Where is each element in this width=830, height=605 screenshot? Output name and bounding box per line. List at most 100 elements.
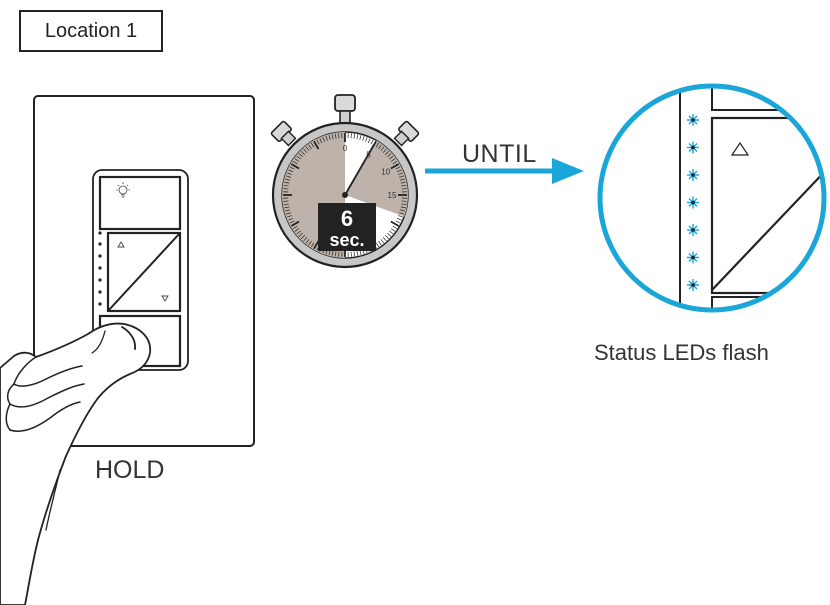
timer-unit: sec. [329, 230, 364, 250]
dial-tick [283, 200, 289, 202]
dial-tick [308, 144, 312, 150]
raise-triangle-icon [117, 241, 125, 248]
dial-tick [284, 181, 290, 184]
dial-tick [392, 225, 398, 230]
dial-tick [319, 138, 323, 144]
dial-tick [399, 209, 405, 212]
dial-tick [356, 250, 359, 256]
dial-tick [283, 184, 289, 187]
elapsed-wedge [345, 140, 408, 217]
lower-triangle-icon [161, 295, 169, 302]
dial-tick [298, 232, 303, 237]
dial-tick [325, 135, 328, 141]
dial-tick [350, 133, 352, 139]
dial-tick [370, 139, 374, 145]
dial-tick [399, 212, 405, 215]
dial-tick [338, 251, 340, 257]
dial-tick [334, 133, 337, 139]
timer-value: 6 [341, 206, 353, 231]
dial-tick [396, 169, 402, 173]
dial-tick [375, 142, 380, 148]
dial-tick [288, 217, 294, 221]
dial-tick [365, 136, 368, 142]
dial-tick [283, 203, 289, 206]
dial-tick [396, 217, 402, 221]
dial-tick [290, 220, 300, 227]
dial-tick [322, 136, 325, 142]
timer-value-box [318, 203, 376, 251]
dial-tick [286, 172, 292, 175]
dial-tick [395, 220, 401, 224]
dial-tick [289, 166, 295, 170]
dial-tick [356, 134, 359, 140]
dial-tick [400, 206, 406, 209]
dial-tick [390, 163, 400, 170]
led-flash-icon [687, 224, 699, 236]
dial-tick [390, 220, 400, 227]
dial-tick [380, 146, 385, 151]
dial-number: 15 [388, 191, 397, 200]
dial-tick [382, 237, 387, 242]
dial-number: 0 [343, 144, 348, 153]
dial-tick [353, 251, 356, 257]
dial-tick [303, 148, 308, 153]
dial-tick [375, 242, 380, 248]
dial-tick [285, 178, 291, 181]
dial-tick [392, 160, 398, 165]
status-leds-flashing [687, 114, 699, 291]
dial-tick [305, 146, 310, 151]
light-bulb-icon [116, 182, 130, 198]
dial-tick [300, 235, 305, 240]
finger-hand [0, 322, 152, 605]
dial-tick [294, 228, 300, 232]
status-leds-caption: Status LEDs flash [594, 340, 769, 365]
dial-tick [401, 200, 407, 202]
dial-tick [328, 135, 331, 141]
until-label: UNTIL [462, 140, 537, 168]
dial-tick [285, 175, 291, 178]
dial-tick [385, 235, 390, 240]
dial-tick [398, 215, 404, 218]
dial-ticks [283, 133, 407, 257]
dial-tick [288, 169, 294, 173]
led-flash-icon [687, 114, 699, 126]
dial-tick [331, 134, 334, 140]
led-flash-icon [687, 141, 699, 154]
dial-tick [290, 163, 300, 170]
arrow-right-icon [425, 158, 584, 184]
dial-tick [399, 178, 405, 181]
dial-tick [350, 251, 352, 257]
dial-tick [313, 140, 320, 150]
stopwatch-icon: 051015 6 sec. [270, 94, 420, 269]
led-flash-icon [687, 196, 699, 209]
on-button[interactable] [98, 175, 182, 231]
dial-tick [338, 133, 340, 139]
dial-tick [378, 240, 382, 246]
dial-tick [334, 251, 337, 257]
dial-tick [316, 139, 320, 145]
dial-tick [308, 240, 312, 246]
dial-tick [398, 172, 404, 175]
dial-tick [378, 144, 382, 150]
dial-tick [389, 230, 394, 235]
dial-tick [389, 155, 394, 160]
dial-tick [310, 242, 315, 248]
led-flash-icon [687, 251, 699, 264]
dial-tick [284, 206, 290, 209]
dial-tick [382, 148, 387, 153]
dial-tick [331, 250, 334, 256]
dial-tick [401, 203, 407, 206]
dial-tick [390, 158, 396, 162]
dial-tick [285, 209, 291, 212]
dial-tick [292, 225, 298, 230]
location-badge: Location 1 [19, 10, 163, 52]
led-flash-icon [687, 169, 699, 181]
dial-number: 10 [381, 168, 390, 177]
hold-label: HOLD [95, 456, 165, 484]
dial-tick [385, 150, 390, 155]
dial-tick [400, 181, 406, 184]
dial-tick [380, 239, 385, 244]
dial-tick [390, 228, 396, 232]
dial-tick [310, 142, 315, 148]
dial-tick [292, 160, 298, 165]
